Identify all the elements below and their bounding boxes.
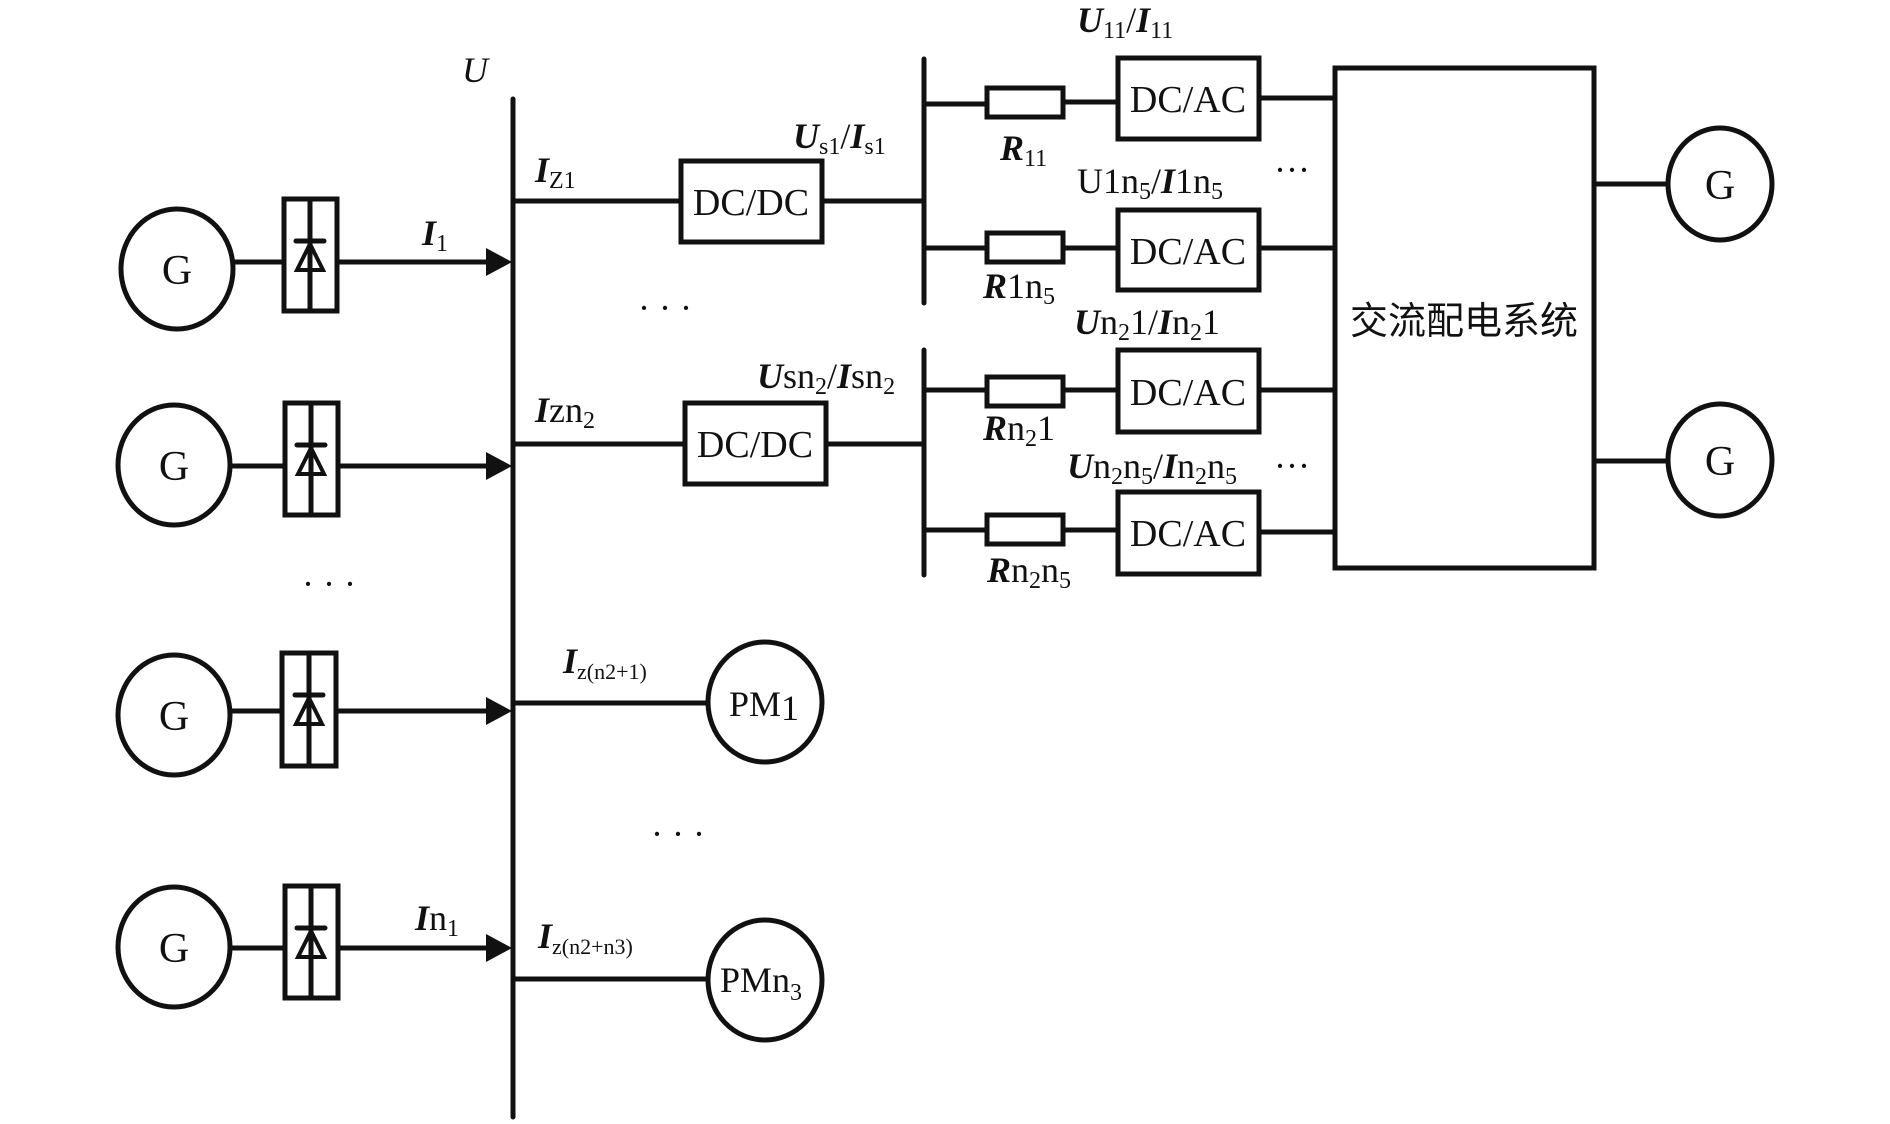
resistor-label-R11: R11 (999, 128, 1047, 172)
arrow-icon (486, 934, 512, 962)
generator-row-4: G In1 (115, 883, 512, 1010)
generator-icon (118, 206, 236, 332)
ac-distribution-system-label: 交流配电系统 (1350, 299, 1578, 343)
resistor-label-R1n5: R1n5 (982, 266, 1055, 310)
dcac-label: DC/AC (1130, 79, 1246, 121)
current-label-In1: In1 (414, 898, 459, 942)
dcdc-label: DC/DC (697, 424, 813, 466)
inverter-row-3: DC/AC Un21/In21 Rn21 (921, 302, 1338, 452)
arrow-icon (486, 697, 512, 725)
current-label-I1: I1 (421, 213, 448, 257)
motor-icon (705, 917, 825, 1043)
ac-generator-2: G (1591, 401, 1775, 519)
generator-label: G (1705, 439, 1735, 485)
generator-label: G (162, 248, 192, 294)
dcac-label: DC/AC (1130, 513, 1246, 555)
output-label-Us1-Is1: Us1/Is1 (793, 116, 886, 160)
generator-icon (1665, 125, 1775, 243)
resistor-icon (984, 230, 1066, 265)
motor-ellipsis: · · · (651, 814, 705, 854)
bus-voltage-label: U (462, 50, 490, 90)
dcdc-ellipsis: · · · (638, 288, 692, 328)
dcac-label: DC/AC (1130, 372, 1246, 414)
ui-label-Un21-In21: Un21/In21 (1074, 302, 1220, 346)
current-label-Iz1: IZ1 (534, 150, 576, 194)
generator-label: G (159, 444, 189, 490)
generator-label: G (159, 694, 189, 740)
motor-branch-1: PM1 Iz(n2+1) (510, 639, 825, 765)
current-label-Iz-n2-n3: Iz(n2+n3) (537, 916, 633, 959)
generator-label: G (1705, 163, 1735, 209)
inverter-ellipsis: ··· (1274, 150, 1310, 190)
ui-label-Un2n5-In2n5: Un2n5/In2n5 (1067, 446, 1237, 490)
ac-distribution-system-box (1332, 65, 1597, 571)
motor-branch-2: PMn3 Iz(n2+n3) (510, 916, 825, 1043)
motor-icon (705, 639, 825, 765)
dcac-inverter-box (1115, 347, 1262, 435)
inverter-row-1: DC/AC U11/I11 R11 (921, 0, 1338, 172)
arrow-icon (486, 248, 512, 276)
motor-label-PMn3: PMn3 (720, 960, 802, 1006)
dcdc-label: DC/DC (693, 182, 809, 224)
resistor-label-Rn21: Rn21 (982, 408, 1055, 452)
dcdc-branch-2: DC/DC Izn2 Usn2/Isn2 (510, 356, 927, 487)
arrow-icon (486, 452, 512, 480)
dcac-label: DC/AC (1130, 231, 1246, 273)
ac-generator-1: G (1591, 125, 1775, 243)
current-label-Izn2: Izn2 (534, 390, 595, 434)
generator-icon (1665, 401, 1775, 519)
inverter-row-4: DC/AC Un2n5/In2n5 Rn2n5 ··· (921, 446, 1338, 594)
motor-label-PM1: PM1 (729, 684, 799, 728)
generator-ellipsis: · · · (302, 564, 356, 604)
inverter-ellipsis: ··· (1274, 446, 1310, 486)
output-label-Usn2-Isn2: Usn2/Isn2 (757, 356, 895, 400)
current-label-Iz-n2-1: Iz(n2+1) (562, 641, 647, 684)
ui-label-U1n5-I1n5: U1n5/I1n5 (1077, 161, 1223, 205)
resistor-icon (984, 512, 1066, 547)
resistor-icon (984, 374, 1066, 409)
generator-row-3: G (115, 650, 512, 778)
generator-icon (115, 652, 233, 778)
generator-row-1: G I1 (118, 196, 512, 332)
dcac-inverter-box (1115, 489, 1262, 577)
generator-row-2: G (115, 400, 512, 528)
dcdc-branch-1: DC/DC IZ1 Us1/Is1 (510, 116, 927, 245)
dcdc-converter-box (678, 158, 825, 245)
generator-label: G (159, 926, 189, 972)
dcac-inverter-box (1115, 55, 1262, 142)
ui-label-U11-I11: U11/I11 (1077, 0, 1173, 44)
resistor-icon (984, 85, 1066, 120)
inverter-row-2: DC/AC U1n5/I1n5 R1n5 ··· (921, 150, 1338, 310)
resistor-label-Rn2n5: Rn2n5 (986, 550, 1071, 594)
